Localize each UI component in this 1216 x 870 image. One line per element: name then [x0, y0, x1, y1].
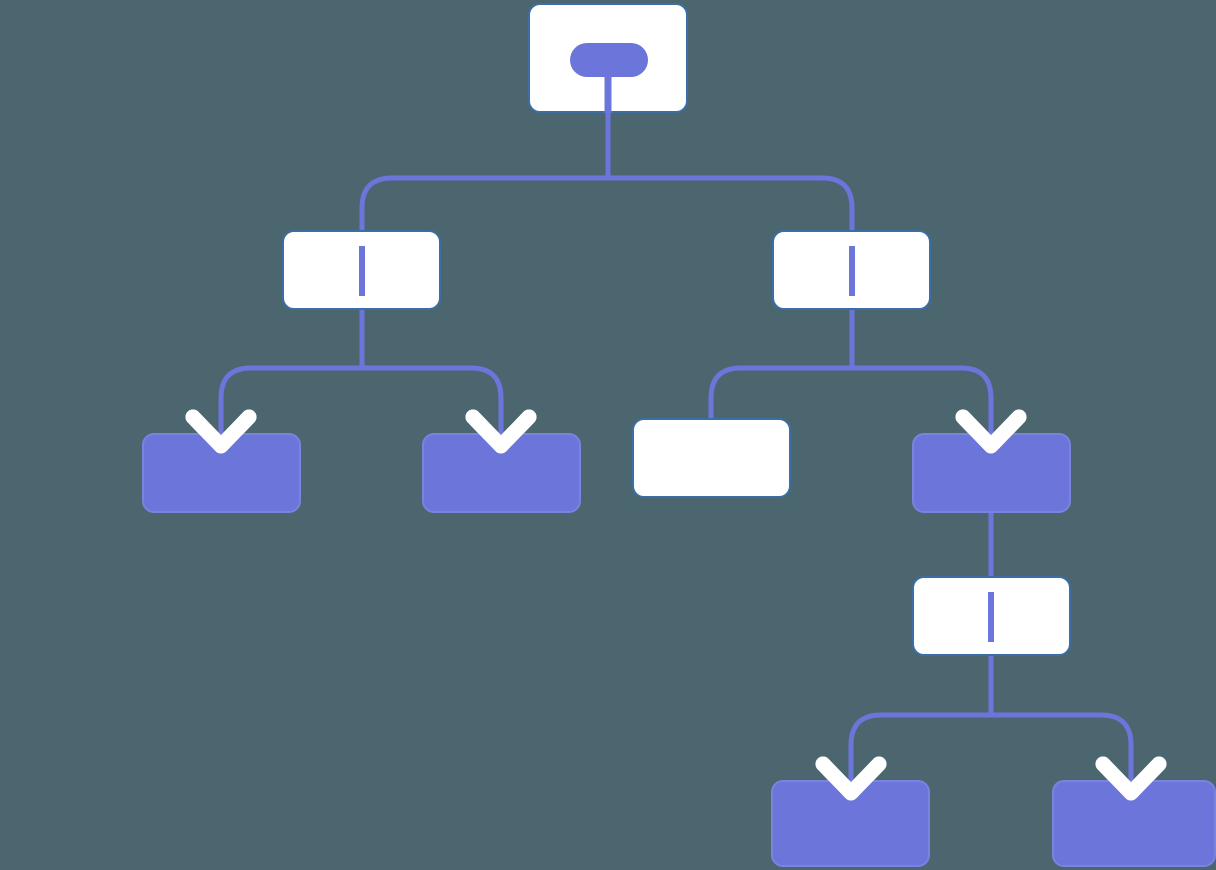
edge-l2left-to-l3a	[218, 365, 365, 440]
node-level2-left[interactable]	[282, 230, 441, 310]
edge-l4-to-l5b	[988, 712, 1134, 787]
node-level3-b[interactable]	[422, 433, 581, 513]
node-level3-c[interactable]	[632, 418, 791, 498]
edge-l2right-to-l3d	[849, 365, 994, 440]
node-level3-d[interactable]	[912, 433, 1071, 513]
node-root[interactable]	[528, 3, 688, 113]
edge-l2left-to-l3b	[359, 365, 504, 440]
edge-l2right-to-l3c	[708, 365, 855, 423]
edge-l4-to-l5a	[848, 712, 994, 787]
node-level2-right[interactable]	[772, 230, 931, 310]
edge-root-to-l2-right	[605, 175, 855, 235]
edge-root-to-l2-left	[359, 175, 611, 235]
node-level5-b[interactable]	[1052, 780, 1216, 867]
node-level3-a[interactable]	[142, 433, 301, 513]
node-level4[interactable]	[912, 576, 1071, 656]
node-level5-a[interactable]	[771, 780, 930, 867]
root-badge	[570, 43, 648, 77]
